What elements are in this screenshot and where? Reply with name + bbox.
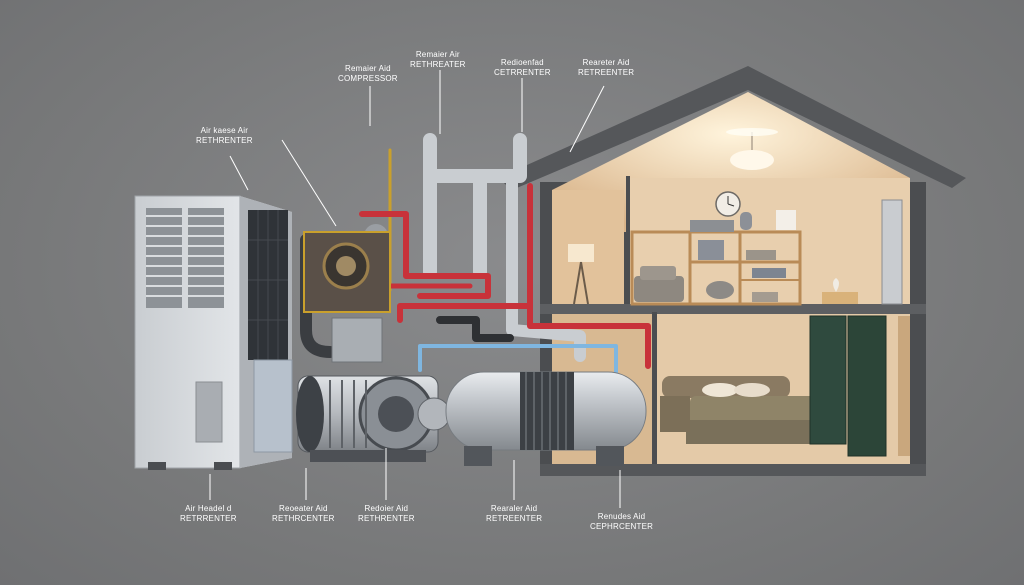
label-line: RETHRCENTER bbox=[272, 514, 335, 523]
label-line: Air kaese Air bbox=[200, 126, 249, 135]
wall-clock-icon bbox=[715, 191, 741, 217]
compressor-assembly bbox=[303, 231, 391, 363]
label-line: RETHRENTER bbox=[196, 136, 253, 145]
label-line: Reareter Aid bbox=[582, 58, 630, 67]
ceiling-light-icon bbox=[726, 128, 778, 170]
floor-lamp-icon bbox=[568, 244, 594, 305]
label-line: RETHREATER bbox=[410, 60, 466, 69]
armchair bbox=[634, 266, 684, 302]
label-rearaler: Rearaler Aid RETREENTER bbox=[486, 504, 542, 524]
label-line: RETREENTER bbox=[578, 68, 635, 77]
leader-lines bbox=[209, 70, 621, 508]
label-line: Remaier Aid bbox=[345, 64, 391, 73]
label-line: RETHRENTER bbox=[358, 514, 415, 523]
bed bbox=[660, 376, 820, 444]
label-renudes: Renudes Aid CEPHRCENTER bbox=[590, 512, 653, 532]
label-line: RETRRENTER bbox=[180, 514, 237, 523]
label-air-kaese: Air kaese Air RETHRENTER bbox=[196, 126, 253, 146]
label-line: Rearaler Aid bbox=[490, 504, 538, 513]
label-compressor: Remaier Aid COMPRESSOR bbox=[338, 64, 398, 84]
outdoor-unit bbox=[134, 195, 293, 470]
label-redoier: Redoier Aid RETHRENTER bbox=[358, 504, 415, 524]
label-line: CETRRENTER bbox=[494, 68, 551, 77]
storage-tank bbox=[445, 371, 647, 466]
label-line: Redoier Aid bbox=[364, 504, 409, 513]
label-retreenter-top: Reareter Aid RETREENTER bbox=[578, 58, 634, 78]
label-line: Redioenfad bbox=[500, 58, 544, 67]
label-line: Air Headel d bbox=[185, 504, 232, 513]
label-line: Reoeater Aid bbox=[279, 504, 328, 513]
label-line: RETREENTER bbox=[486, 514, 543, 523]
label-line: COMPRESSOR bbox=[338, 74, 398, 83]
label-line: Renudes Aid bbox=[597, 512, 646, 521]
label-reoeater: Reoeater Aid RETHRCENTER bbox=[272, 504, 335, 524]
label-rethreater: Remaier Air RETHREATER bbox=[410, 50, 466, 70]
label-line: Remaier Air bbox=[415, 50, 460, 59]
label-air-headel: Air Headel d RETRRENTER bbox=[180, 504, 237, 524]
label-cetrrenter: Redioenfad CETRRENTER bbox=[494, 58, 551, 78]
label-line: CEPHRCENTER bbox=[590, 522, 654, 531]
motor bbox=[296, 375, 451, 462]
vent-grille bbox=[146, 208, 224, 308]
